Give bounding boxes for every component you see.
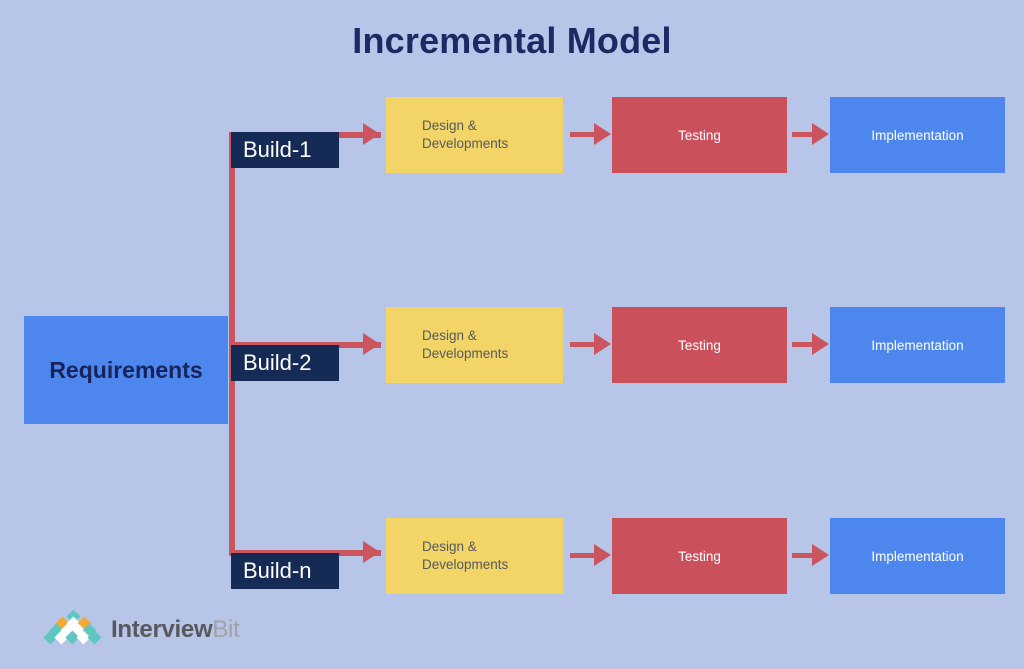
arrow-line-design-to-testing-3 (570, 553, 602, 558)
arrow-line-testing-to-implementation-1 (792, 132, 820, 137)
node-testing-3-label: Testing (678, 548, 721, 564)
node-implementation-1: Implementation (830, 97, 1005, 173)
node-design-developments-1: Design & Developments (386, 97, 563, 173)
arrow-head-testing-to-implementation-3 (812, 544, 829, 566)
node-design-developments-3-label: Design & Developments (422, 539, 509, 572)
node-testing-2: Testing (612, 307, 787, 383)
node-design-developments-1-label: Design & Developments (422, 118, 509, 151)
arrow-line-design-to-testing-2 (570, 342, 602, 347)
page-title: Incremental Model (352, 20, 672, 61)
arrow-line-testing-to-implementation-2 (792, 342, 820, 347)
arrow-line-design-to-testing-1 (570, 132, 602, 137)
build-tag-2: Build-2 (231, 345, 339, 381)
node-design-developments-2-label: Design & Developments (422, 328, 509, 361)
arrow-line-testing-to-implementation-3 (792, 553, 820, 558)
arrow-head-buildn-to-design (363, 541, 380, 563)
node-testing-2-label: Testing (678, 337, 721, 353)
arrow-head-design-to-testing-1 (594, 123, 611, 145)
arrow-head-design-to-testing-2 (594, 333, 611, 355)
node-requirements: Requirements (24, 316, 228, 424)
node-design-developments-3: Design & Developments (386, 518, 563, 594)
arrow-head-testing-to-implementation-1 (812, 123, 829, 145)
node-implementation-3: Implementation (830, 518, 1005, 594)
node-implementation-2: Implementation (830, 307, 1005, 383)
node-implementation-2-label: Implementation (871, 337, 964, 353)
node-testing-1-label: Testing (678, 127, 721, 143)
brand-logo: InterviewBit (43, 606, 240, 654)
build-tag-1: Build-1 (231, 132, 339, 168)
node-testing-1: Testing (612, 97, 787, 173)
brand-name-secondary: Bit (212, 616, 240, 643)
node-implementation-1-label: Implementation (871, 127, 964, 143)
node-design-developments-2: Design & Developments (386, 307, 563, 383)
brand-wordmark: InterviewBit (111, 616, 240, 643)
build-tag-2-label: Build-2 (243, 350, 312, 375)
arrow-head-testing-to-implementation-2 (812, 333, 829, 355)
arrow-head-build1-to-design (363, 123, 380, 145)
brand-name-primary: Interview (111, 616, 213, 643)
arrow-head-build2-to-design (363, 333, 380, 355)
build-tag-1-label: Build-1 (243, 137, 312, 162)
interviewbit-diamond-icon (43, 609, 102, 650)
build-tag-3: Build-n (231, 553, 339, 589)
arrow-head-design-to-testing-3 (594, 544, 611, 566)
node-implementation-3-label: Implementation (871, 548, 964, 564)
node-requirements-label: Requirements (49, 356, 203, 383)
build-tag-3-label: Build-n (243, 558, 312, 583)
node-testing-3: Testing (612, 518, 787, 594)
